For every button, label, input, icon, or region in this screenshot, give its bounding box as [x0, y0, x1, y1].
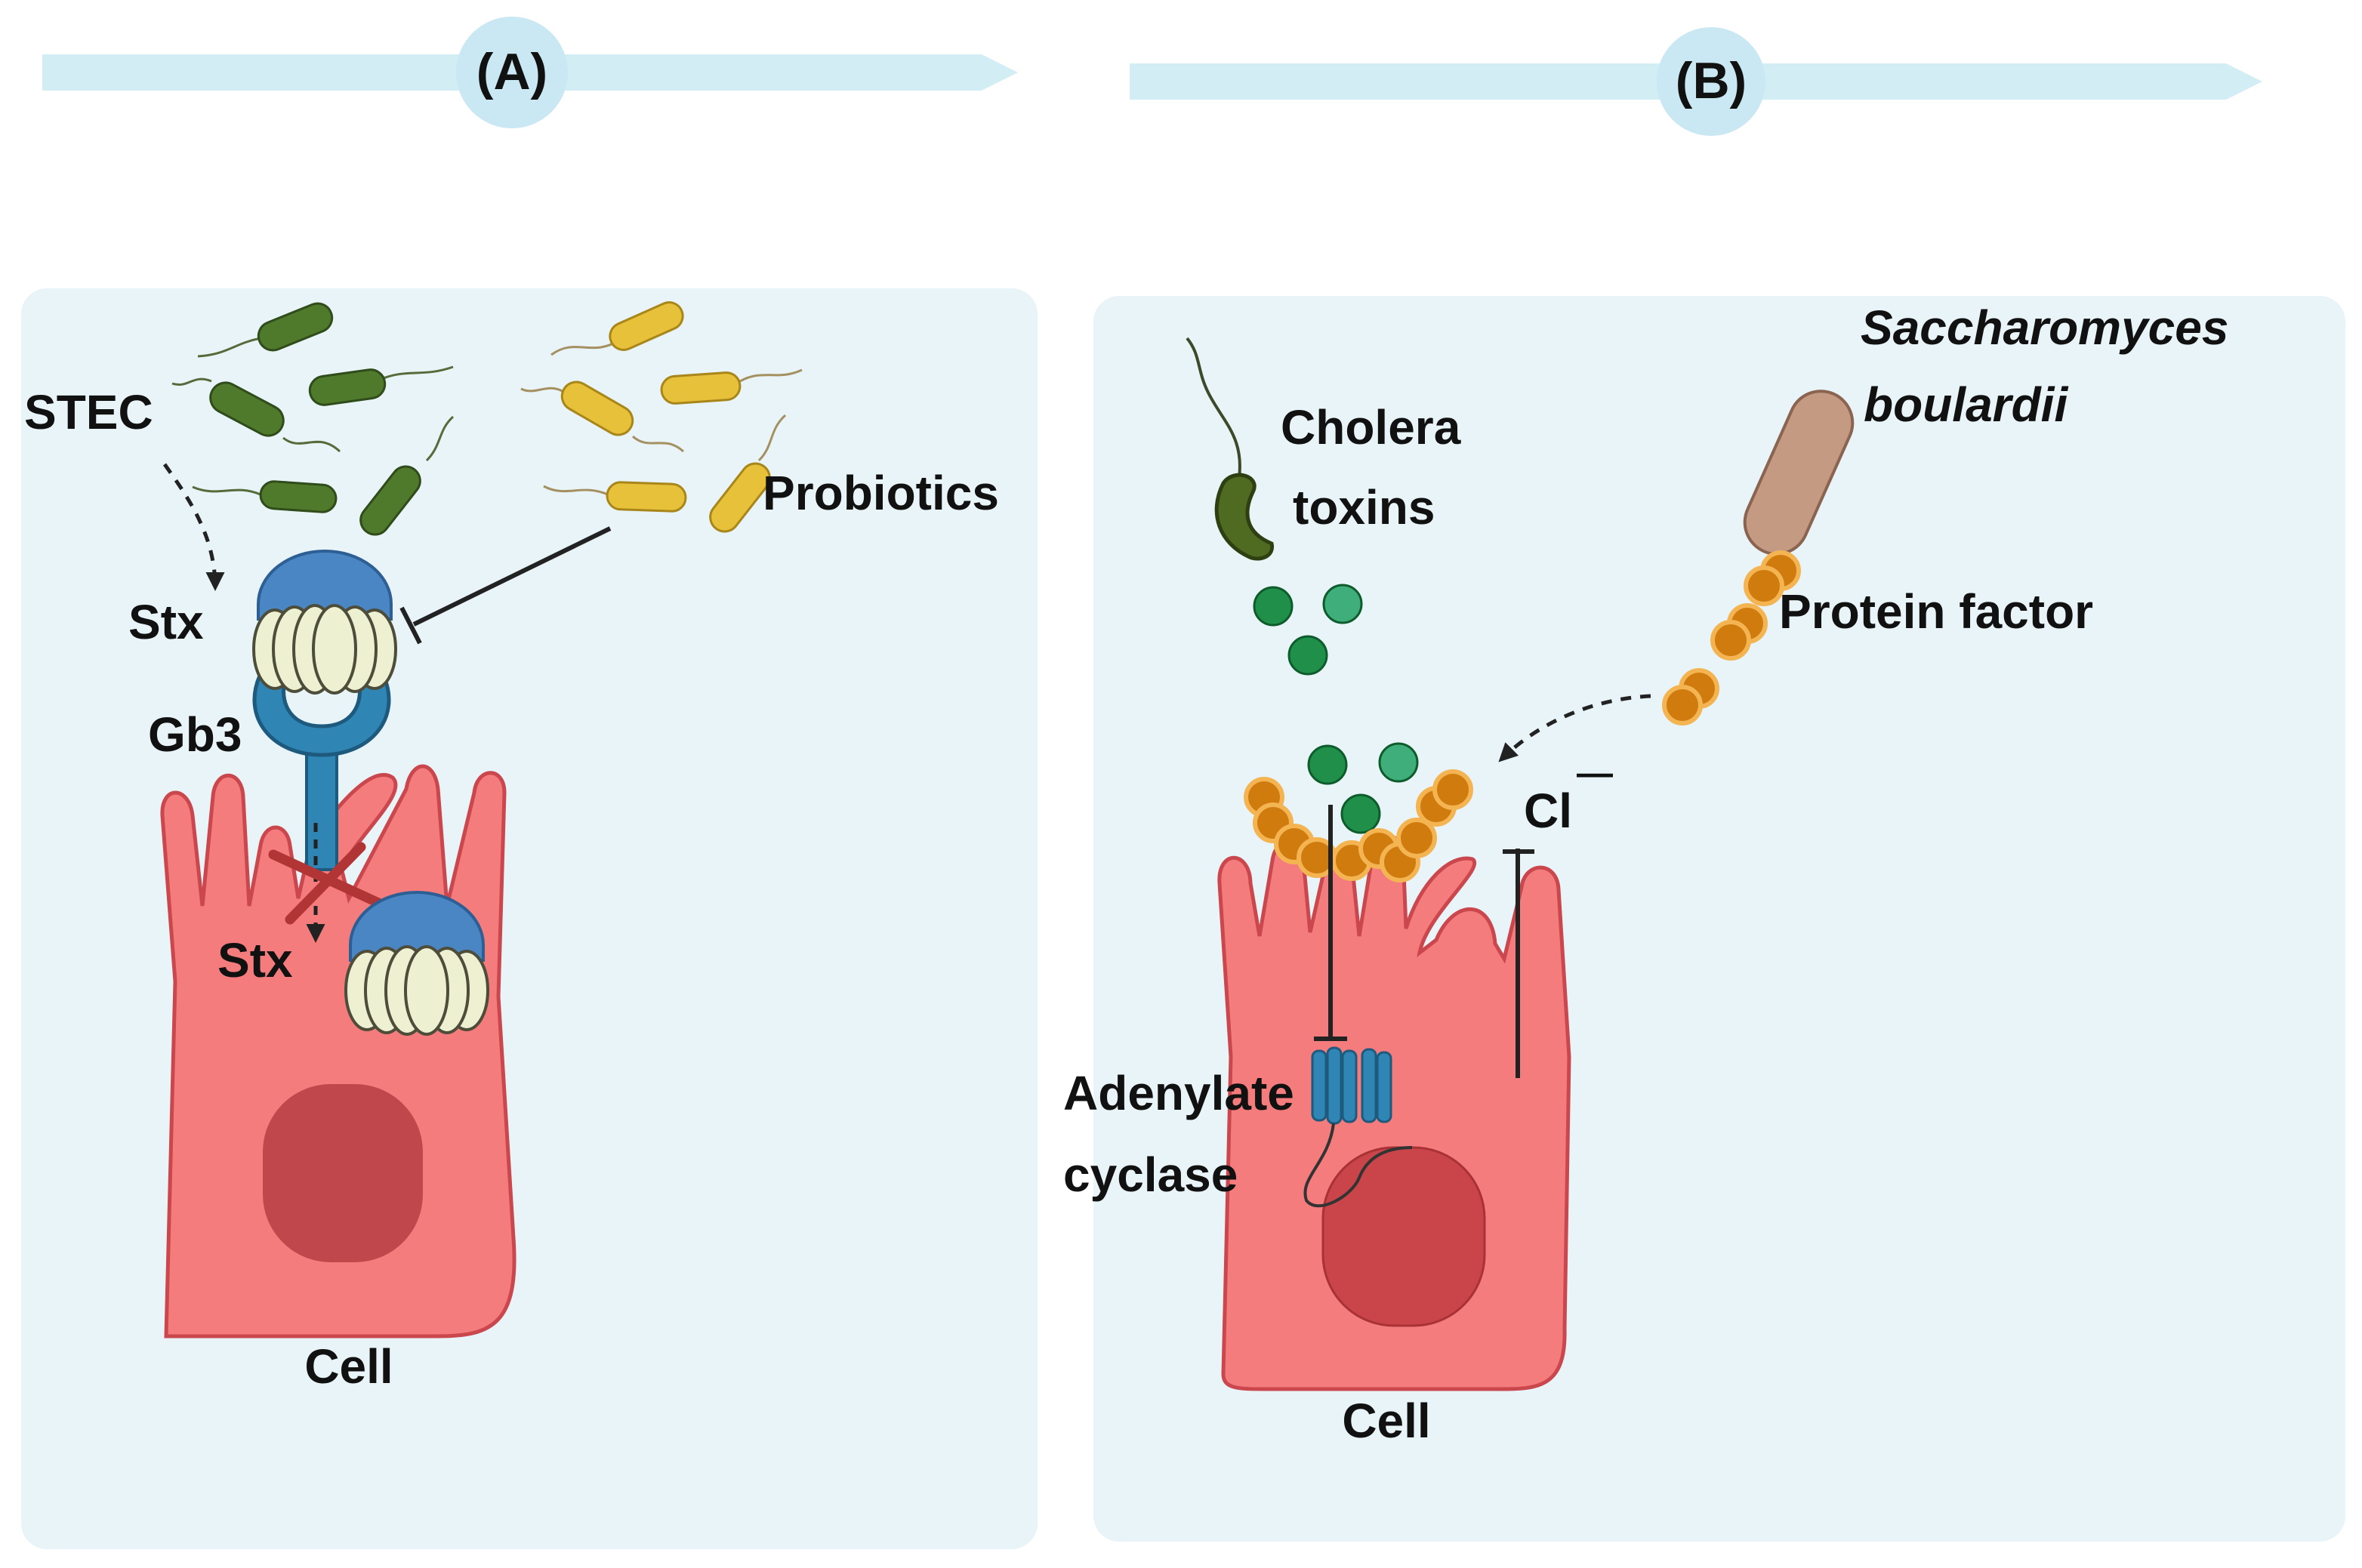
bacterium-icon — [609, 301, 684, 351]
chloride-label: Cl — [1524, 784, 1572, 838]
probiotic-bacteria-group — [520, 301, 803, 533]
bacterium-icon — [257, 302, 334, 352]
panel-a-badge: (A) — [476, 43, 547, 100]
cell-b-label: Cell — [1342, 1394, 1430, 1448]
bacterium-icon — [1214, 473, 1275, 561]
probiotics-inhibition-bar — [399, 606, 422, 645]
panel-b-badge-circle — [1657, 27, 1765, 136]
cell-b-nucleus — [1321, 1146, 1486, 1327]
chloride-charge-label: — — [1577, 753, 1613, 793]
gb3-label: Gb3 — [148, 707, 242, 762]
bacterium-icon — [359, 465, 421, 536]
bacterium-icon — [259, 480, 338, 513]
toxin-icon — [1253, 586, 1294, 627]
stx-toxin-outside — [252, 550, 397, 695]
channel-icon — [1303, 1046, 1413, 1208]
stx-inside-label: Stx — [217, 933, 293, 987]
cholera-flagellum — [1186, 337, 1241, 484]
stx-outside-label: Stx — [128, 595, 204, 649]
stec-bacteria-group — [171, 302, 455, 536]
toxin-icon — [1322, 584, 1363, 624]
bacterium-icon — [560, 380, 634, 436]
toxin-icon — [1307, 744, 1348, 785]
bacterium-icon — [606, 481, 687, 513]
panel-b: (B) Cholera toxins Saccharomyces boulard… — [1063, 27, 2345, 1542]
stec-label: STEC — [24, 385, 153, 439]
panel-a: (A) — [21, 17, 1038, 1549]
cell-a-label: Cell — [304, 1339, 393, 1394]
stx-toxin-inside — [344, 891, 489, 1036]
panel-b-badge: (B) — [1676, 52, 1747, 109]
receptor-icon — [252, 673, 391, 871]
cholera-label-line2: toxins — [1293, 480, 1435, 534]
probiotics-label: Probiotics — [763, 466, 999, 520]
inhibition-x-icon — [268, 842, 390, 925]
probiotics-inhibition-line — [412, 526, 612, 627]
bacterium-icon — [660, 371, 742, 405]
cholera-toxin-particles — [1253, 584, 1419, 834]
protein-factor-label: Protein factor — [1779, 584, 2093, 639]
stec-to-stx-arrow — [162, 463, 225, 591]
yeast-icon — [1743, 390, 1855, 556]
panel-a-badge-circle — [456, 17, 568, 128]
adenylate-label-line2: cyclase — [1063, 1148, 1238, 1202]
bacterium-icon — [209, 381, 285, 437]
bacterium-icon — [709, 462, 771, 533]
toxin-icon — [1340, 793, 1381, 834]
toxin-icon — [1287, 635, 1328, 676]
adenylate-label-line1: Adenylate — [1063, 1066, 1294, 1120]
toxin-icon — [1378, 742, 1419, 783]
bacterium-icon — [308, 368, 387, 406]
saccharomyces-label-line1: Saccharomyces — [1861, 300, 2228, 355]
saccharomyces-label-line2: boulardii — [1864, 377, 2068, 432]
cell-a-nucleus — [263, 1084, 423, 1262]
protein-factor-arrow — [1498, 694, 1651, 762]
cholera-label-line1: Cholera — [1281, 400, 1461, 454]
